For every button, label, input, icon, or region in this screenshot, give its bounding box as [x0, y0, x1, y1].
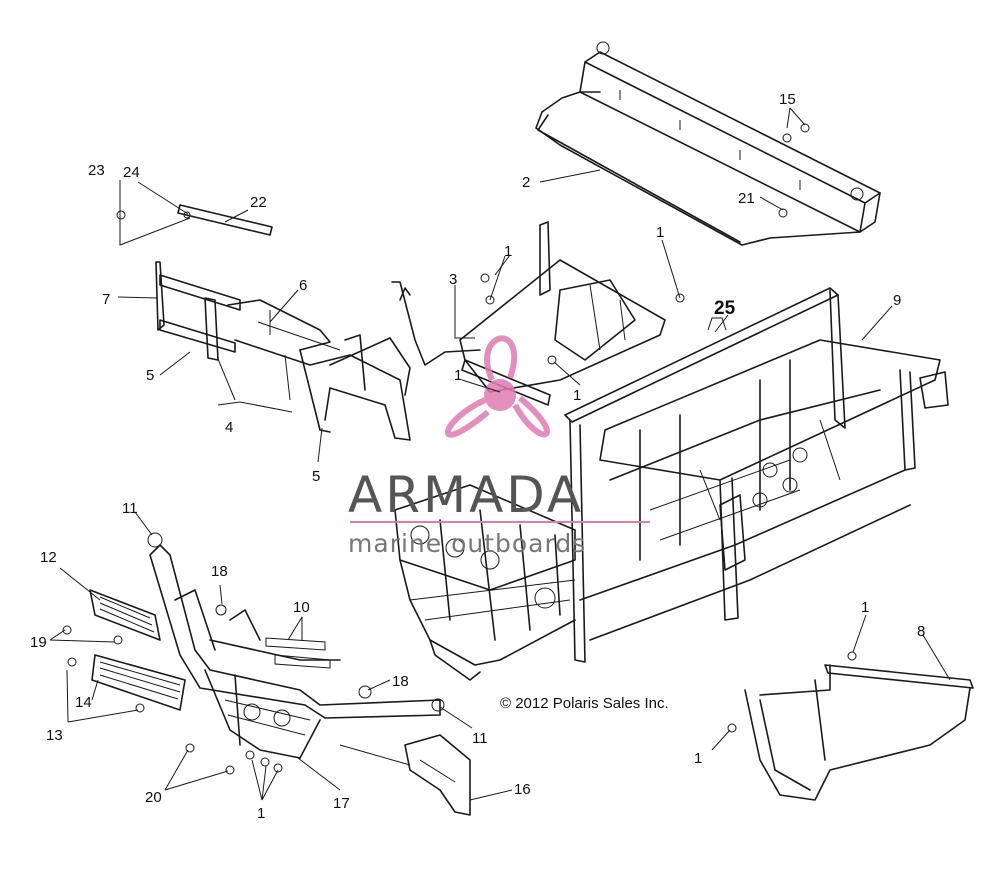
callout-1-right-top: 1	[656, 224, 664, 241]
part-grille-lower	[91, 654, 186, 711]
callout-22: 22	[250, 194, 267, 211]
callout-9: 9	[893, 292, 901, 309]
callout-2: 2	[522, 174, 530, 191]
part-cargo-frame	[535, 41, 881, 246]
callout-5-upper: 5	[146, 367, 154, 384]
callout-3: 3	[449, 271, 457, 288]
callout-7: 7	[102, 291, 110, 308]
callout-20: 20	[145, 789, 162, 806]
callout-13: 13	[46, 727, 63, 744]
callout-12: 12	[40, 549, 57, 566]
part-rear-bracket	[744, 664, 974, 801]
callout-1-bumper: 1	[257, 805, 265, 822]
callout-11-lower: 11	[472, 730, 488, 747]
callout-15: 15	[779, 91, 796, 108]
callout-8: 8	[917, 623, 925, 640]
watermark: ARMADA marine outboards	[348, 335, 650, 558]
leader-lines	[49, 107, 951, 801]
callout-1-rear-top: 1	[861, 599, 869, 616]
hardware-fasteners	[62, 123, 857, 775]
callout-1-rear-left: 1	[694, 750, 702, 767]
part-front-frame	[155, 261, 411, 441]
callout-10: 10	[293, 599, 310, 616]
watermark-logo-mark	[444, 335, 550, 438]
watermark-brand: ARMADA	[348, 466, 584, 524]
callout-25: 25	[714, 298, 736, 319]
part-bracket-strip	[177, 204, 273, 236]
watermark-tagline: marine outboards	[348, 529, 586, 558]
callout-21: 21	[738, 190, 755, 207]
callout-14: 14	[75, 694, 92, 711]
callout-24: 24	[123, 164, 140, 181]
callout-1-center-mid: 1	[454, 367, 462, 384]
callout-11-upper: 11	[122, 500, 138, 517]
part-grille-upper	[89, 589, 161, 641]
copyright-notice: © 2012 Polaris Sales Inc.	[500, 695, 669, 712]
callout-19: 19	[30, 634, 47, 651]
part-front-bumper	[149, 544, 441, 759]
callout-labels: 23 24 22 7 6 5 4 5 3 1 1 1 1 25 9 2 15 2…	[30, 91, 925, 822]
callout-17: 17	[333, 795, 350, 812]
callout-16: 16	[514, 781, 531, 798]
callout-18-upper: 18	[211, 563, 228, 580]
callout-23: 23	[88, 162, 105, 179]
callout-1-center-bracket: 1	[573, 387, 581, 404]
part-skid-plate	[404, 734, 471, 816]
callout-6: 6	[299, 277, 307, 294]
part-main-chassis	[394, 287, 949, 681]
callout-5-lower: 5	[312, 468, 320, 485]
callout-1-center-top: 1	[504, 243, 512, 260]
callout-18-lower: 18	[392, 673, 409, 690]
callout-4: 4	[225, 419, 233, 436]
part-center-bracket	[391, 221, 666, 406]
